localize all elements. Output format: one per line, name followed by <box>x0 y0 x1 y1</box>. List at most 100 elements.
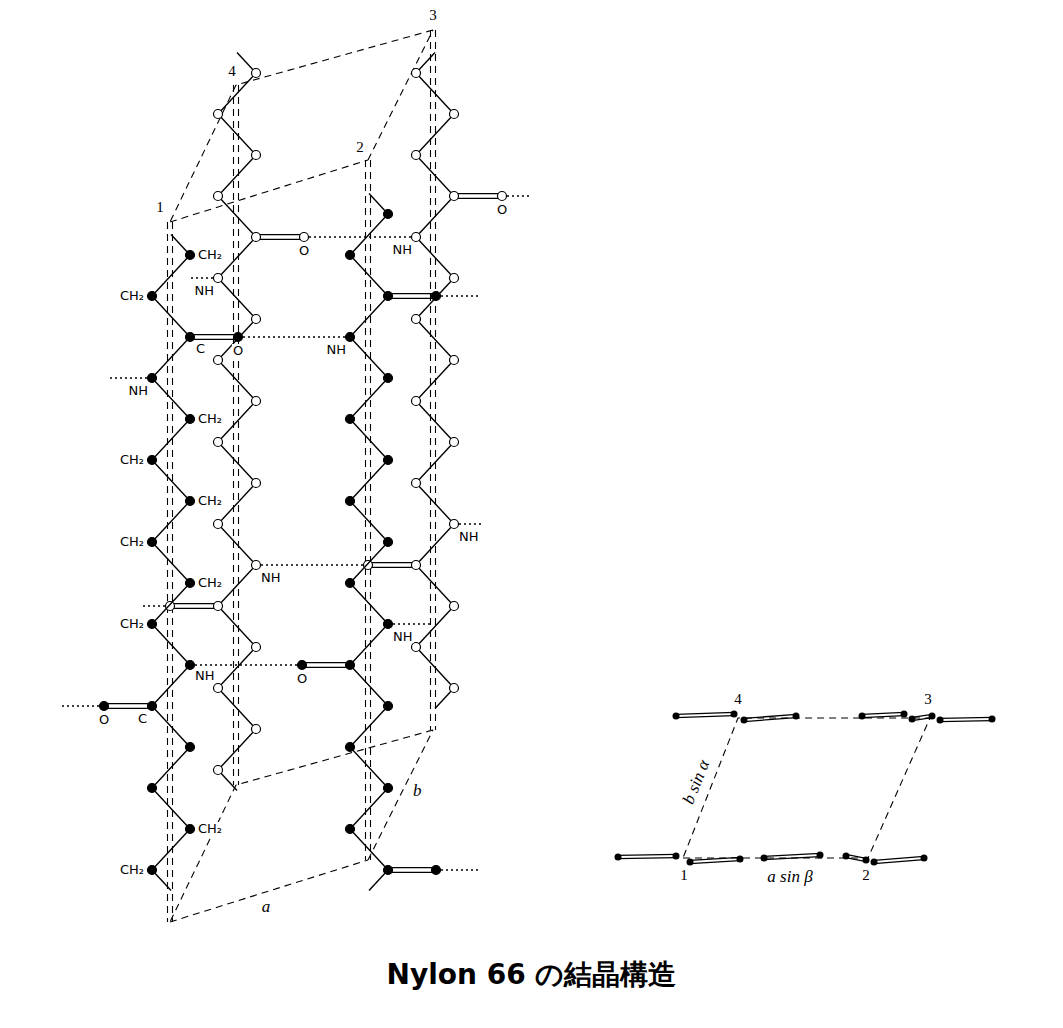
cell-edge <box>236 30 433 85</box>
back-atom <box>214 192 223 201</box>
back-atom <box>252 397 261 406</box>
atom-dot <box>741 717 748 724</box>
back-atom <box>498 192 507 201</box>
atom-dot <box>909 716 916 723</box>
chain-bond <box>152 255 190 870</box>
front-atom <box>186 579 195 588</box>
atom-label: NH <box>458 530 480 543</box>
front-atom <box>346 579 355 588</box>
atom-dot <box>937 717 944 724</box>
back-atom <box>214 274 223 283</box>
atom-dot <box>817 852 824 859</box>
chain-projection <box>764 853 820 856</box>
back-atom <box>252 643 261 652</box>
atom-label: C <box>195 342 206 355</box>
back-atom <box>300 233 309 242</box>
atom-label: O <box>296 672 308 685</box>
axis-label: a <box>261 898 272 915</box>
chain-projection <box>618 858 676 859</box>
atom-dot <box>731 711 738 718</box>
front-atom <box>148 620 157 629</box>
chain-projection <box>940 717 992 718</box>
back-atom <box>450 684 459 693</box>
hydrogen-bond <box>261 564 363 565</box>
axis-label: a sin β <box>766 868 813 885</box>
front-atom <box>346 251 355 260</box>
double-bond <box>458 198 502 199</box>
atom-label: CH₂ <box>197 412 223 425</box>
atom-dot <box>921 855 928 862</box>
atom-dot <box>615 854 622 861</box>
cell-edge <box>236 730 433 785</box>
atom-dot <box>989 716 996 723</box>
hydrogen-bond <box>243 336 345 337</box>
unit-cell <box>168 30 436 922</box>
front-atom <box>148 292 157 301</box>
double-bond <box>392 872 436 873</box>
atom-dot <box>929 713 936 720</box>
front-atom <box>346 661 355 670</box>
axis-label: b <box>412 782 423 799</box>
double-bond <box>170 603 214 604</box>
back-atom <box>214 356 223 365</box>
projected-atoms <box>615 711 996 866</box>
atom-label: CH₂ <box>119 863 145 876</box>
atom-label: CH₂ <box>197 494 223 507</box>
back-atom <box>252 479 261 488</box>
double-bond <box>302 667 346 668</box>
chain-bond <box>350 214 388 870</box>
front-atom <box>346 743 355 752</box>
atom-dot <box>673 713 680 720</box>
front-atom <box>346 497 355 506</box>
front-atom <box>384 292 393 301</box>
atom-dot <box>843 853 850 860</box>
front-atom <box>432 292 441 301</box>
front-atom <box>384 866 393 875</box>
atom-label: CH₂ <box>119 535 145 548</box>
back-atom <box>412 233 421 242</box>
double-bond <box>170 608 214 609</box>
cell-edge <box>172 222 173 922</box>
cell-edge <box>370 160 371 860</box>
projected-chains <box>618 712 992 863</box>
projection-figure <box>615 711 996 866</box>
corner-number: 3 <box>428 8 438 23</box>
chain-projection <box>862 712 904 714</box>
back-atom <box>364 561 373 570</box>
hydrogen-bond <box>107 377 147 378</box>
atom-label: C <box>137 712 148 725</box>
hydrogen-bond <box>507 195 532 196</box>
atom-dot <box>737 856 744 863</box>
front-atom <box>148 702 157 711</box>
cell-edge <box>170 160 368 222</box>
front-atom <box>148 784 157 793</box>
double-bond <box>368 567 412 568</box>
double-bond <box>194 334 238 335</box>
corner-number: 4 <box>733 692 743 707</box>
back-atom <box>450 110 459 119</box>
front-atom <box>432 866 441 875</box>
chain-projection <box>744 718 796 722</box>
front-atom <box>384 784 393 793</box>
atom-label: NH <box>392 630 414 643</box>
front-atom <box>186 333 195 342</box>
hydrogen-bond <box>309 236 411 237</box>
hydrogen-bond <box>459 523 484 524</box>
back-atom <box>450 356 459 365</box>
double-bond <box>368 562 412 563</box>
front-atom <box>186 497 195 506</box>
chain-projection <box>618 854 676 855</box>
cell-edge <box>368 730 433 860</box>
chain-projection <box>862 716 904 718</box>
double-bond <box>392 293 436 294</box>
double-bond <box>260 239 304 240</box>
back-atom <box>412 479 421 488</box>
back-atom <box>214 602 223 611</box>
back-atom <box>252 151 261 160</box>
atom-dot <box>761 855 768 862</box>
corner-number: 1 <box>679 868 689 883</box>
axis-label: b sin α <box>679 757 713 808</box>
back-atom <box>214 438 223 447</box>
front-atom <box>384 210 393 219</box>
